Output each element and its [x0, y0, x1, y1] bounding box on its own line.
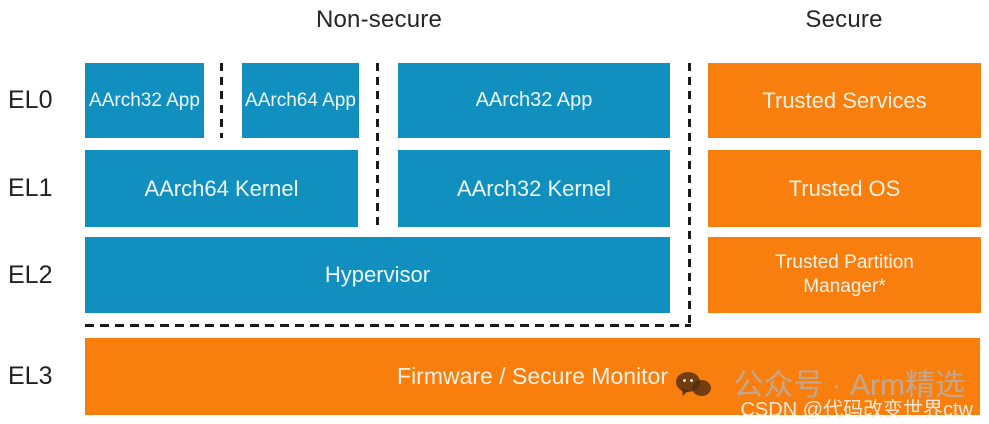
non-secure-title: Non-secure	[315, 6, 443, 33]
el2-label: EL2	[8, 260, 53, 289]
dashed-divider-secure-world-vertical	[688, 63, 691, 325]
box-aarch32-app: AArch32 App	[85, 63, 204, 138]
el0-label: EL0	[8, 86, 53, 114]
box-aarch32-app-wide: AArch32 App	[398, 63, 670, 138]
csdn-watermark-text: CSDN @代码改变世界ctw	[740, 399, 973, 421]
wechat-icon	[676, 372, 714, 400]
box-hypervisor: Hypervisor	[85, 237, 670, 313]
box-aarch64-app: AArch64 App	[242, 63, 359, 138]
dashed-divider-el0-apps	[220, 63, 223, 138]
dashed-divider-el3-horizontal	[85, 324, 691, 327]
el3-label: EL3	[8, 362, 53, 390]
box-aarch32-kernel: AArch32 Kernel	[398, 150, 670, 227]
box-trusted-partition-manager: Trusted Partition Manager*	[708, 237, 981, 313]
box-trusted-os: Trusted OS	[708, 150, 981, 227]
el1-label: EL1	[8, 174, 53, 202]
secure-title: Secure	[805, 6, 883, 33]
box-aarch64-kernel: AArch64 Kernel	[85, 150, 358, 227]
wechat-watermark-text: 公众号 · Arm精选	[733, 369, 965, 402]
box-firmware-secure-monitor: Firmware / Secure Monitor	[85, 338, 980, 415]
box-trusted-services: Trusted Services	[708, 63, 981, 138]
trusted-partition-manager-label: Trusted Partition Manager*	[775, 252, 914, 297]
dashed-divider-aarch64-aarch32	[376, 63, 379, 227]
